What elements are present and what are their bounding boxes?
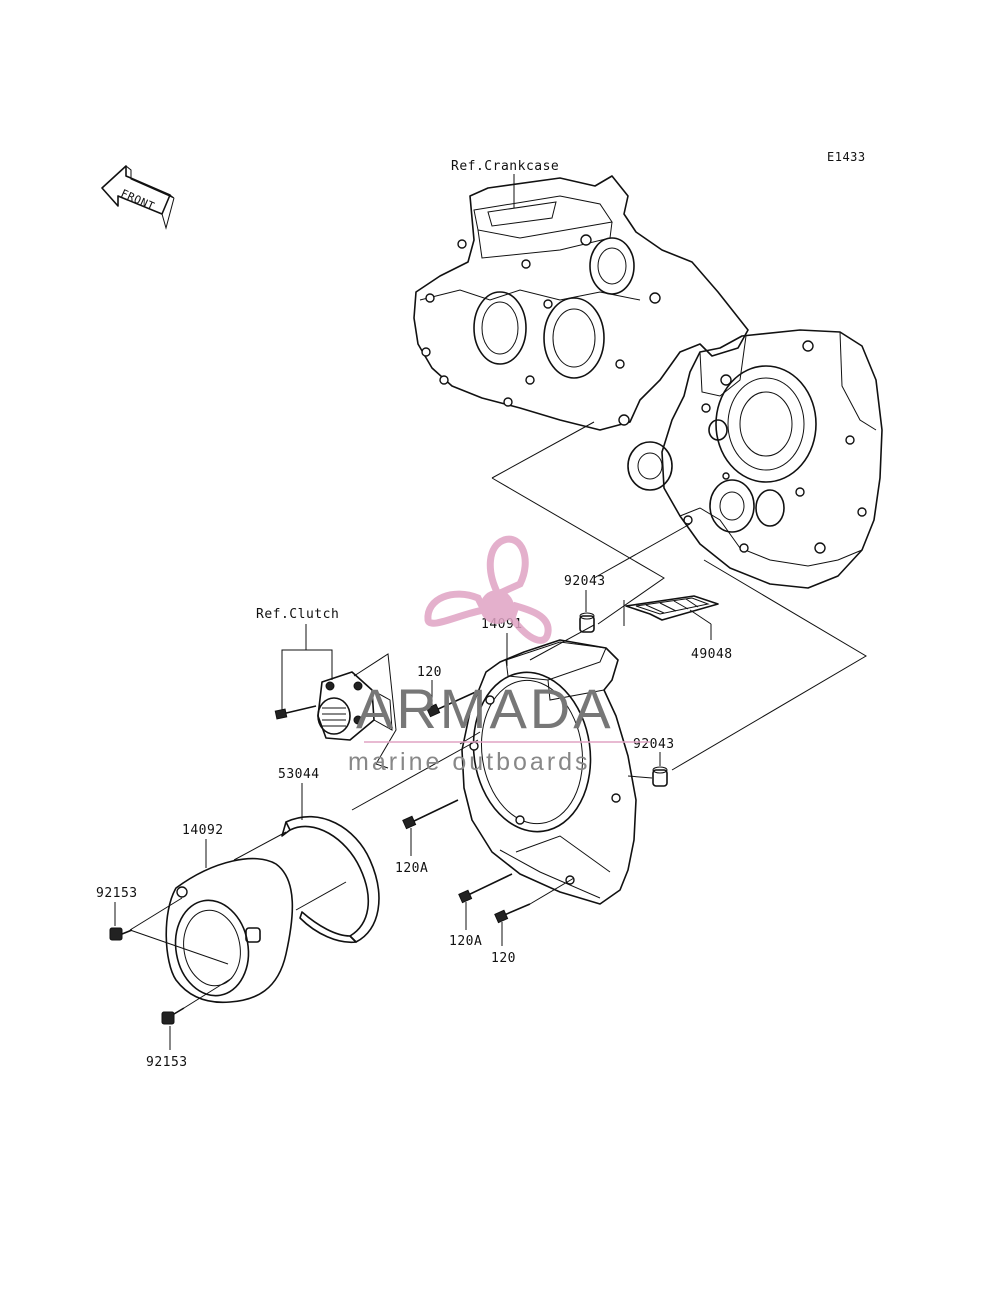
part-14092-label: 14092	[182, 823, 224, 838]
crankcase-illustration	[413, 175, 883, 589]
part-120a-mid-label: 120A	[395, 861, 428, 876]
part-120a-bolt-low	[458, 873, 513, 904]
part-92153-top-label: 92153	[96, 886, 138, 901]
part-120-bolt-low	[494, 903, 531, 924]
part-14092-outer-cover	[165, 857, 294, 1004]
watermark: ARMADA marine outboards	[348, 535, 650, 776]
ref-clutch-label: Ref.Clutch	[256, 607, 339, 622]
front-label: FRONT	[119, 187, 157, 213]
part-120-bolt-top	[426, 689, 481, 718]
part-120a-bolt-mid	[402, 799, 459, 830]
clutch-bolt	[274, 705, 317, 720]
part-49048-label: 49048	[691, 647, 733, 662]
ref-crankcase-label: Ref.Crankcase	[451, 159, 559, 174]
part-49048-plate	[625, 595, 719, 621]
propeller-logo-icon	[424, 535, 552, 644]
part-92043-pin-right	[652, 766, 668, 787]
part-92043-right-label: 92043	[633, 737, 675, 752]
part-120-low-label: 120	[491, 951, 516, 966]
diagram-code: E1433	[827, 150, 866, 164]
part-53044-label: 53044	[278, 767, 320, 782]
watermark-tagline: marine outboards	[348, 748, 591, 776]
part-92153-bottom-label: 92153	[146, 1055, 188, 1070]
front-arrow-icon: FRONT	[101, 165, 175, 230]
assembly-leader-lines	[129, 421, 867, 1009]
part-92043-top-label: 92043	[564, 574, 606, 589]
part-120-top-label: 120	[417, 665, 442, 680]
watermark-brand: ARMADA	[356, 677, 614, 740]
part-92043-pin-top	[579, 612, 595, 633]
part-92153-screw-bottom	[161, 1007, 185, 1025]
part-53044-ring	[281, 816, 380, 944]
part-92153-screw-top	[109, 927, 133, 941]
part-14091-cover	[461, 639, 637, 905]
part-120a-low-label: 120A	[449, 934, 482, 949]
